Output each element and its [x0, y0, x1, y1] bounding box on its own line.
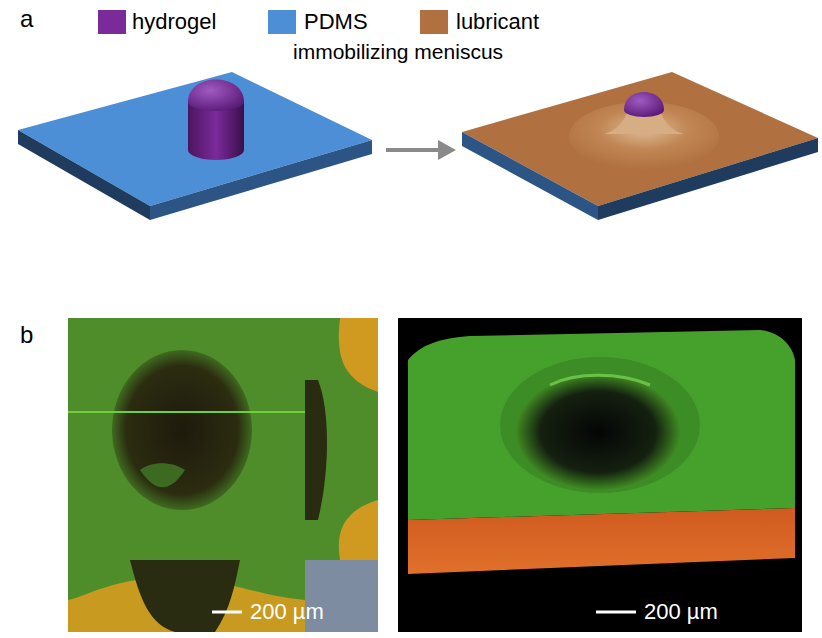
legend-text: hydrogel [132, 10, 216, 34]
pdms-slab [18, 72, 372, 220]
confocal-orthoview [68, 318, 378, 632]
confocal-3d-view [398, 318, 802, 632]
legend-text: PDMS [304, 10, 368, 34]
scale-bar-label: 200 µm [250, 600, 324, 624]
legend-swatch [420, 10, 448, 34]
legend-swatch [268, 10, 296, 34]
panel-letter: b [20, 322, 33, 348]
lubricated-slab [462, 72, 818, 220]
callout-text: immobilizing meniscus [293, 40, 503, 63]
legend-text: lubricant [456, 10, 539, 34]
hydrogel-pillar [188, 80, 244, 161]
legend-swatch [98, 10, 126, 34]
panel-letter: a [20, 6, 33, 32]
process-arrow [386, 140, 456, 160]
scale-bar-label: 200 µm [644, 600, 718, 624]
